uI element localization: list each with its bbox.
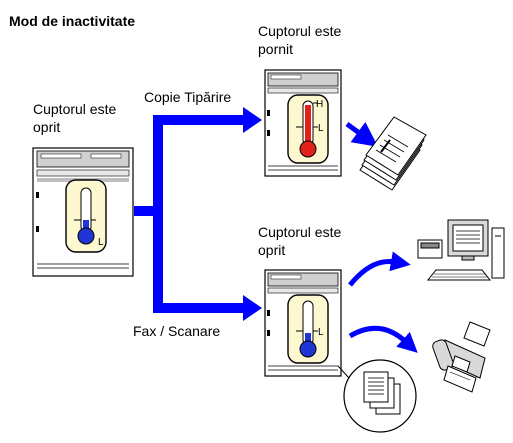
left-state-label-line1: Cuptorul este (33, 101, 117, 117)
top-state-label-line2: pornit (258, 41, 294, 57)
thermo-low-label-top: L (318, 123, 324, 134)
thermo-low-label-bottom: L (318, 327, 324, 338)
fax-machine-icon (432, 321, 491, 393)
thermometer-icon-bottom (287, 294, 329, 364)
thermometer-icon-left (65, 179, 107, 253)
left-state-label-line2: oprit (33, 119, 61, 135)
bottom-state-label-line2: oprit (258, 242, 286, 258)
copy-print-label: Copie Tipărire (144, 89, 232, 105)
diagram-title: Mod de inactivitate (9, 13, 136, 29)
printer-icon-left (32, 147, 134, 277)
printed-pages-icon (359, 116, 427, 191)
arrow-to-fax (348, 325, 418, 353)
computer-icon (417, 219, 505, 281)
thermometer-icon-top (287, 94, 329, 164)
arrow-to-pages (345, 121, 379, 147)
bottom-state-label-line1: Cuptorul este (258, 224, 342, 240)
thermo-low-label-left: L (98, 237, 104, 248)
fax-scan-label: Fax / Scanare (133, 323, 221, 339)
document-stack-icon (363, 371, 401, 415)
top-state-label-line1: Cuptorul este (258, 23, 342, 39)
arrow-to-computer (348, 251, 411, 287)
branch-arrows (134, 107, 262, 321)
thermo-high-label-top: H (316, 99, 323, 110)
